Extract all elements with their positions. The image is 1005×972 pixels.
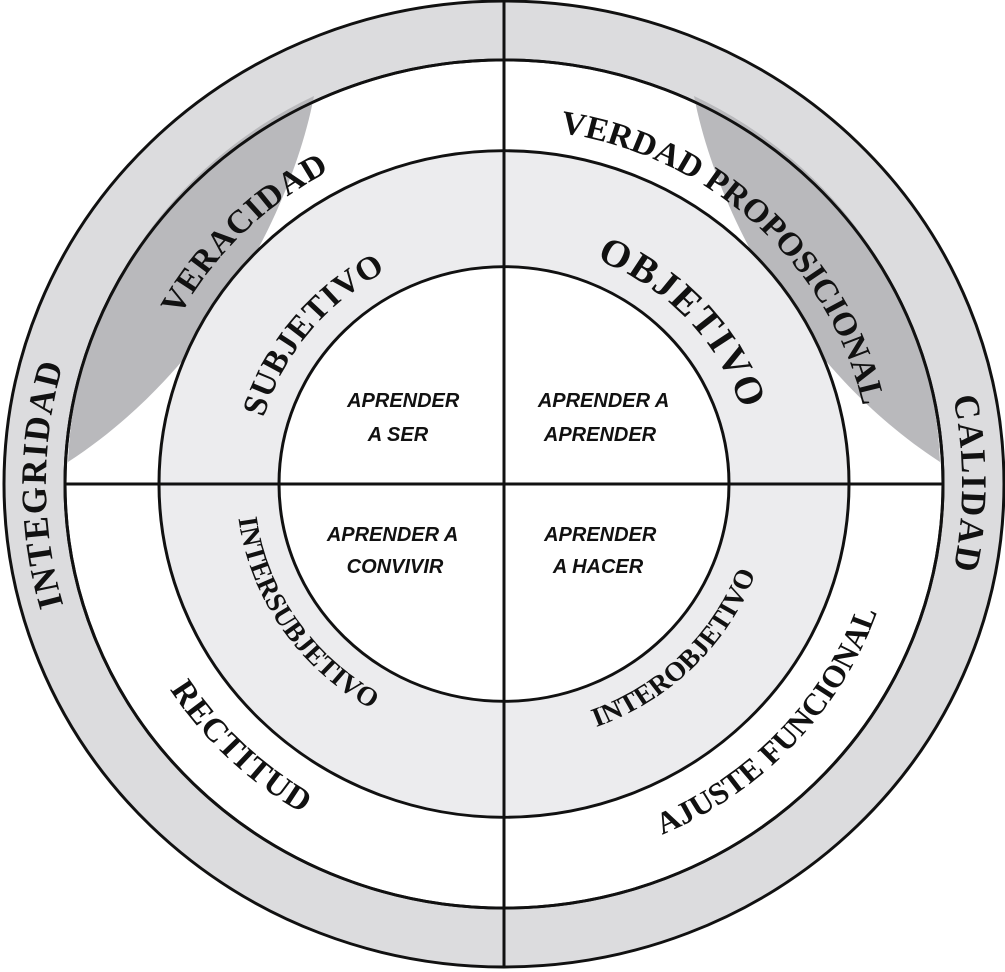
center-bottom-right-label: APRENDER A HACER (543, 524, 662, 578)
veracidad-crescent (68, 96, 314, 462)
center-bottom-left-label: APRENDER A CONVIVIR (326, 524, 463, 578)
center-top-right-label: APRENDER A APRENDER (537, 390, 674, 446)
verdad-proposicional-crescent (694, 96, 940, 462)
center-top-left-label: APRENDER A SER (346, 390, 465, 446)
